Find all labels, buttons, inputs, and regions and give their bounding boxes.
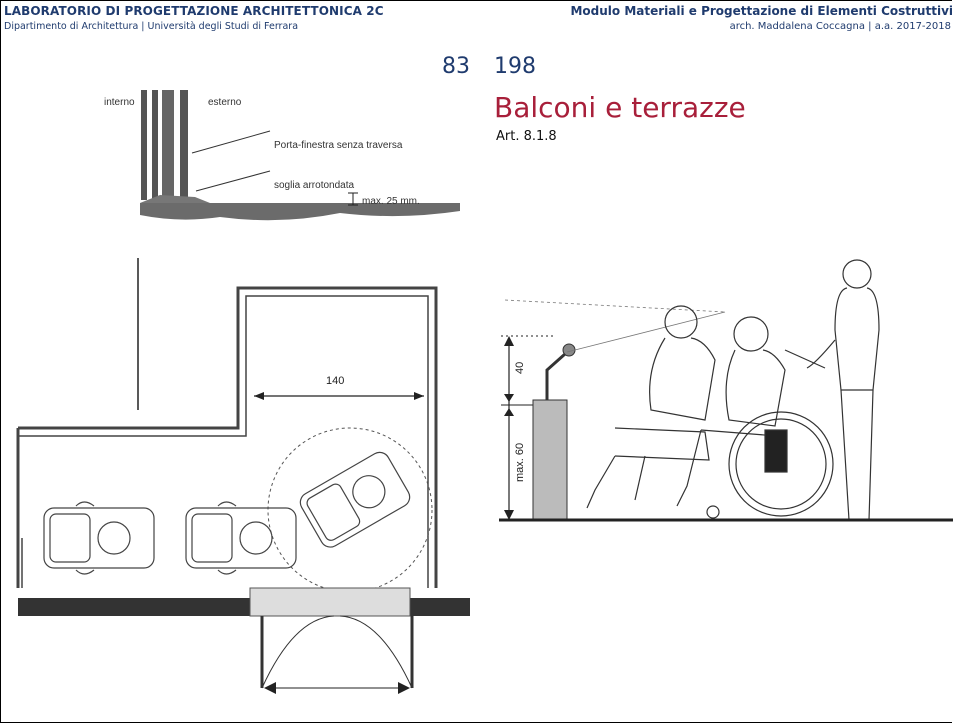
door-frame [162, 90, 174, 200]
slide-subtitle: Art. 8.1.8 [496, 129, 557, 144]
wall-post-left [141, 90, 147, 200]
wheelchair-figure [185, 501, 297, 575]
floor-slab [140, 203, 460, 221]
exterior-label: esterno [208, 97, 242, 108]
control-desk [532, 399, 568, 521]
plan-drawing: 140 [16, 258, 470, 694]
wheelchair-figure [43, 501, 155, 575]
dim-top-label: 40 [514, 362, 526, 374]
door-opening [249, 587, 411, 617]
author-label: arch. Maddalena Coccagna | a.a. 2017-201… [729, 21, 951, 32]
room-wall-outer [18, 286, 438, 588]
department-label: Dipartimento di Architettura | Universit… [4, 21, 299, 32]
page-number-left: 83 [442, 54, 470, 79]
slide-title: Balconi e terrazze [494, 91, 746, 124]
dim-bottom-label: max. 60 [514, 443, 526, 482]
page-number-right: 198 [494, 54, 536, 79]
wall-post-inner [152, 90, 158, 200]
threshold-detail-drawing: interno esterno Porta-finestra senza tra… [104, 90, 460, 221]
standing-person-figure [806, 259, 880, 521]
course-title: LABORATORIO DI PROGETTAZIONE ARCHITETTON… [4, 4, 384, 18]
sill-label: soglia arrotondata [274, 180, 354, 191]
seated-person-figure [586, 305, 716, 509]
wheelchair-user-figure [676, 316, 834, 519]
rounded-sill [140, 195, 210, 203]
interior-label: interno [104, 97, 135, 108]
door-label: Porta-finestra senza traversa [274, 140, 403, 151]
room-wall-inner [18, 295, 429, 588]
wall-post-right [180, 90, 188, 200]
width-dimension-label: 140 [326, 375, 344, 387]
max-height-label: max. 25 mm. [362, 196, 420, 207]
module-title: Modulo Materiali e Progettazione di Elem… [570, 4, 953, 18]
wheelchair-figure [299, 451, 411, 548]
section-drawing: 40 max. 60 [499, 259, 953, 522]
